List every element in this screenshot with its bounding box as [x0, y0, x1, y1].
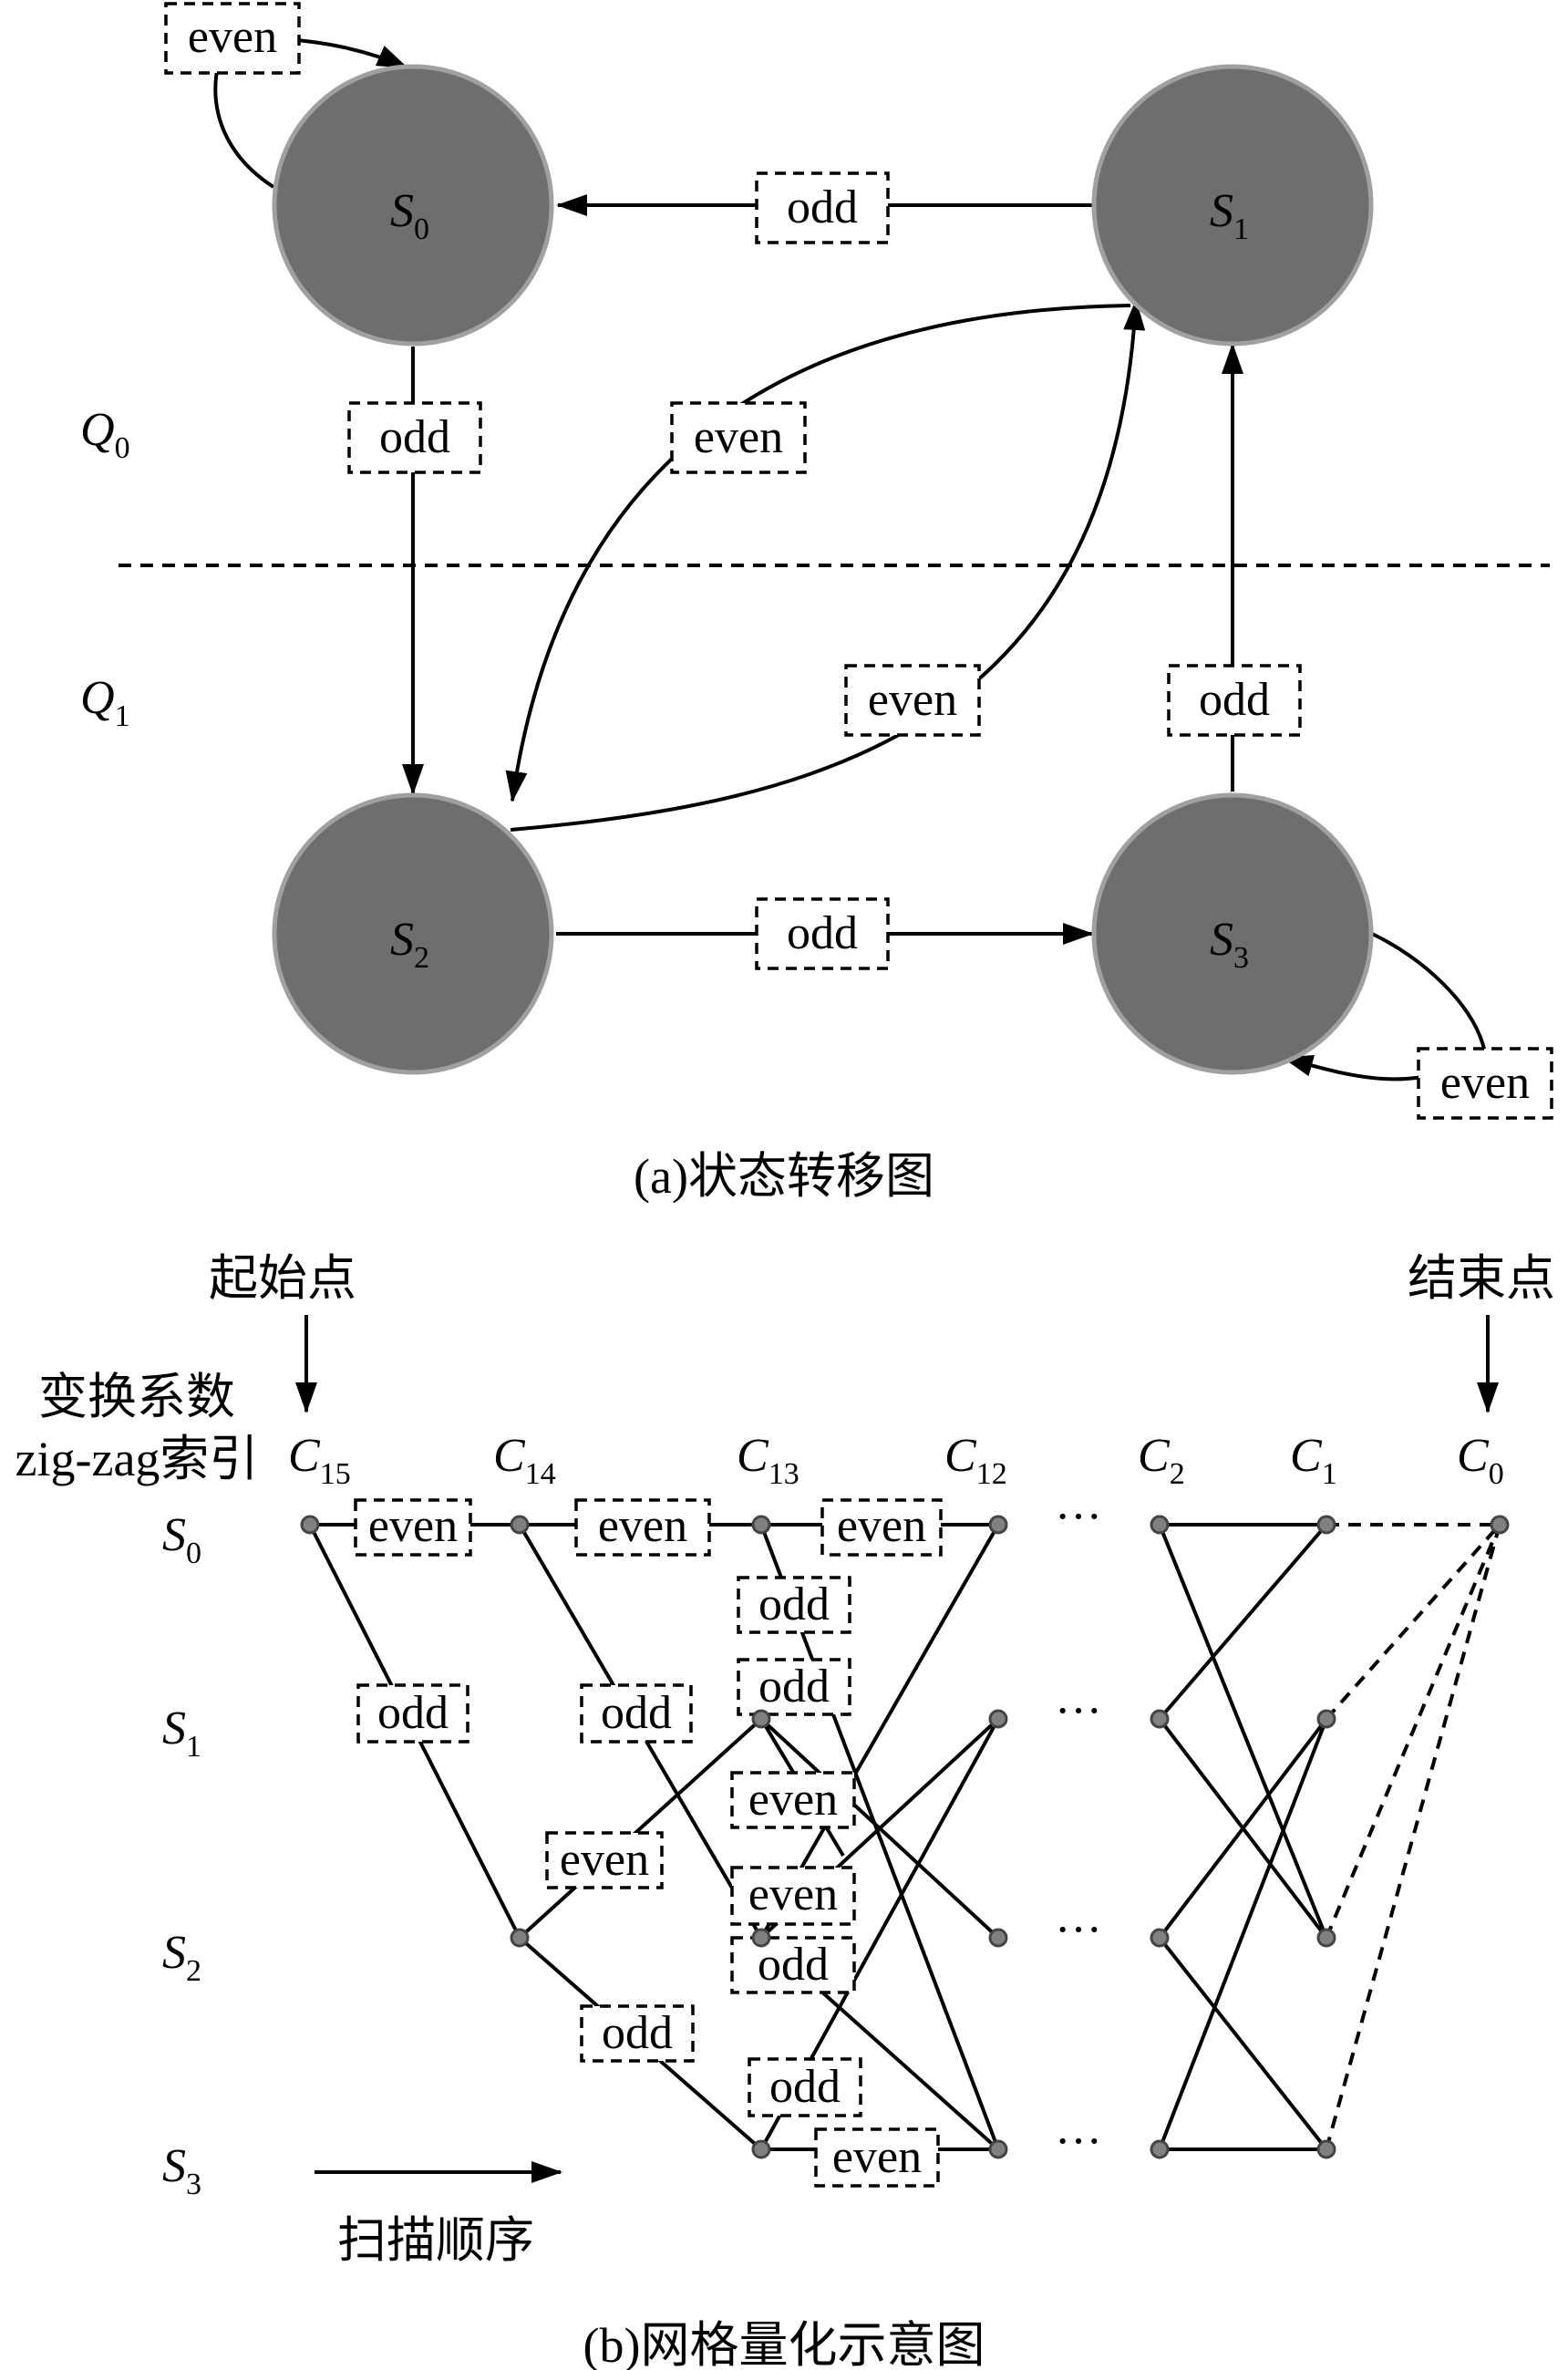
state-s3-label: S3	[1210, 914, 1249, 975]
trellis-label: even	[560, 1834, 649, 1886]
edge-label-s2-to-s1: even	[868, 674, 957, 726]
edge-label-s1-to-s2: even	[694, 411, 783, 463]
state-s2-node	[272, 792, 554, 1075]
state-s3-node	[1091, 792, 1374, 1075]
edge-label-s0-to-s2: odd	[379, 411, 450, 463]
label-box-s1-to-s2	[670, 401, 807, 474]
trellis-label-box	[730, 1936, 856, 1994]
column-label: C1	[1290, 1430, 1337, 1491]
column-label: C12	[944, 1430, 1007, 1491]
trellis-label-box	[574, 1498, 711, 1557]
trellis-label: odd	[758, 1661, 830, 1713]
column-label: C2	[1138, 1430, 1185, 1491]
ellipsis: ···	[1055, 1904, 1102, 1956]
caption-b: (b)网格量化示意图	[583, 2318, 985, 2370]
q1-label: Q1	[80, 672, 130, 733]
trellis-label: even	[748, 1868, 838, 1920]
column-label: C13	[737, 1430, 799, 1491]
edge-s1-to-s2	[505, 304, 1131, 802]
trellis-label: odd	[602, 2007, 673, 2059]
scan-order-label: 扫描顺序	[337, 2213, 534, 2268]
column-label: C0	[1457, 1430, 1504, 1491]
trellis-label-box	[748, 2057, 862, 2117]
edge-label-s3-to-s1: odd	[1199, 674, 1270, 726]
state-diagram: S0 S1 S2 S3 Q0 Q1 even odd odd even even…	[80, 2, 1553, 1204]
trellis-label-box	[730, 1866, 856, 1926]
row-header-zigzag: zig-zag索引	[15, 1432, 259, 1486]
q0-label: Q0	[80, 404, 130, 465]
edge-label-s3-self: even	[1440, 1057, 1530, 1109]
caption-a: (a)状态转移图	[634, 1149, 934, 1204]
trellis-label: odd	[758, 1578, 830, 1630]
trellis-label-box	[737, 1576, 851, 1634]
label-box-s0-to-s2	[347, 401, 482, 474]
state-s1-node	[1091, 64, 1374, 347]
label-box-s3-to-s1	[1167, 664, 1302, 737]
label-box-s1-to-s0	[755, 171, 890, 244]
state-s2-label: S2	[390, 914, 429, 975]
label-box-s2-to-s3	[755, 897, 890, 970]
column-label: C14	[493, 1430, 556, 1491]
start-point-label: 起始点	[209, 1251, 356, 1306]
label-box-s0-self	[164, 2, 301, 75]
trellis-label-box	[580, 2004, 695, 2063]
ellipsis: ···	[1055, 2116, 1102, 2168]
trellis-label-box	[580, 1683, 693, 1744]
trellis-dashed-edges	[1325, 1523, 1501, 2150]
state-s0-node	[272, 64, 554, 347]
edge-label-s0-self: even	[188, 11, 277, 63]
trellis-label-box	[737, 1658, 851, 1716]
trellis-label: even	[748, 1774, 838, 1826]
trellis-label-box	[814, 2127, 940, 2188]
ellipsis: ···	[1055, 1491, 1102, 1543]
column-label: C15	[288, 1430, 351, 1491]
ellipsis: ···	[1055, 1685, 1102, 1737]
row-label: S0	[162, 1509, 201, 1570]
label-box-s2-to-s1	[844, 664, 981, 737]
trellis-nodes	[300, 1515, 1510, 2159]
end-point-label: 结束点	[1408, 1251, 1555, 1306]
trellis-label: even	[837, 1500, 926, 1552]
trellis-label-box	[730, 1771, 856, 1829]
trellis-label: odd	[377, 1687, 449, 1739]
row-label: S3	[162, 2140, 201, 2201]
trellis-label-box	[356, 1683, 469, 1744]
row-header-coefficients: 变换系数	[38, 1370, 235, 1424]
edge-label-s1-to-s0: odd	[787, 181, 858, 233]
edge-label-s2-to-s3: odd	[787, 907, 858, 959]
trellis-diagram: 起始点 结束点 变换系数 zig-zag索引 C15 C14 C13 C12 C…	[15, 1251, 1555, 2370]
trellis-label-box	[354, 1498, 472, 1557]
row-label: S2	[162, 1927, 201, 1988]
trellis-label-box	[820, 1498, 943, 1557]
trellis-label: even	[832, 2131, 922, 2183]
row-label: S1	[162, 1702, 201, 1764]
trellis-label: even	[368, 1500, 458, 1552]
label-box-s3-self	[1417, 1047, 1553, 1120]
trellis-label: odd	[601, 1687, 672, 1739]
trellis-label: odd	[758, 1939, 829, 1991]
trellis-label: even	[598, 1500, 687, 1552]
trellis-label-box	[545, 1831, 664, 1889]
trellis-label: odd	[769, 2061, 841, 2113]
state-s0-label: S0	[390, 185, 429, 246]
state-s1-label: S1	[1210, 185, 1249, 246]
